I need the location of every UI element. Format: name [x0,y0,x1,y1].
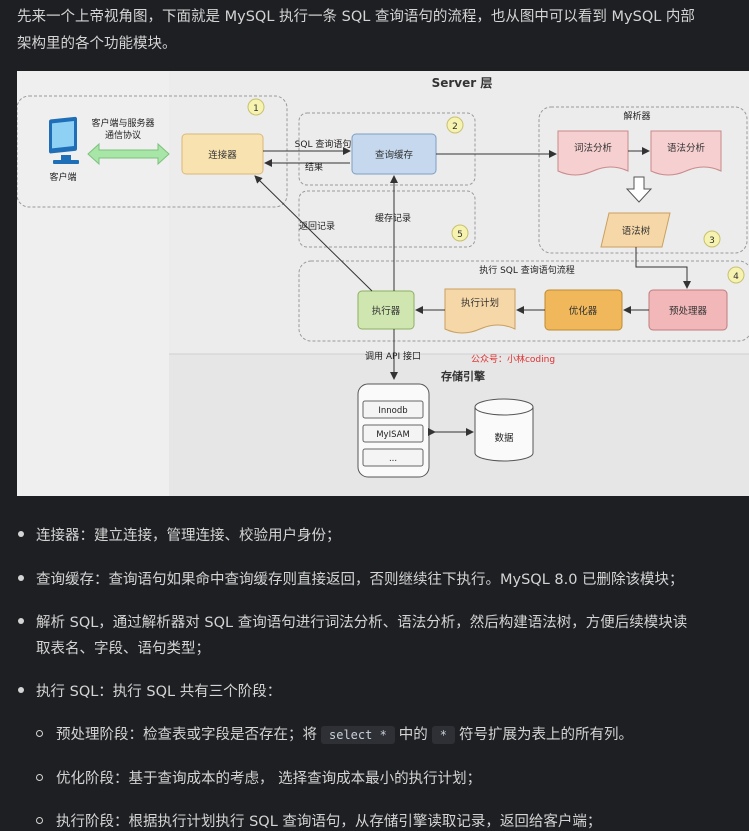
data-label: 数据 [494,432,514,444]
storage-layer-bg [169,354,749,496]
watermark: 公众号：小林coding [471,353,555,365]
engine-more-label: ... [389,454,397,464]
list-item-query-cache: 查询缓存：查询语句如果命中查询缓存则直接返回，否则继续往下执行。MySQL 8.… [36,572,684,588]
badge-5 [451,224,469,242]
intro-paragraph: 先来一个上帝视角图，下面就是 MySQL 执行一条 SQL 查询语句的流程，也从… [17,4,749,58]
sub-bullet-ring [36,730,43,737]
list-item-parse-line-1: 解析 SQL，通过解析器对 SQL 查询语句进行词法分析、语法分析，然后构建语法… [36,615,688,631]
badge-1-text: 1 [253,104,259,114]
syntax-analysis-box [650,130,722,176]
group-parser [538,106,748,254]
architecture-svg: Server 层 客户端 客户端与服务器 通信协议 连接器 1 查询缓存 2 S… [17,71,749,496]
lexical-analysis-box [557,130,629,176]
executor-box [357,290,415,330]
connector-label: 连接器 [208,149,237,161]
result-label: 结果 [305,161,323,173]
preprocessor-label: 预处理器 [669,305,708,317]
plan-label: 执行计划 [461,297,499,309]
syntax-label: 语法分析 [667,142,706,154]
sub-bullet-ring [36,817,43,824]
plan-box [444,288,516,334]
badge-2 [446,116,464,134]
syntax-tree-box [600,212,671,248]
sub-bullet-ring [36,774,43,781]
group-execution [298,260,749,342]
engine-innodb-label: Innodb [378,406,407,416]
syntax-tree-label: 语法树 [622,225,651,237]
database-cylinder-icon [474,398,534,462]
intro-line-2: 架构里的各个功能模块。 [17,36,177,52]
bullet-dot [18,618,24,624]
badge-3 [703,230,721,248]
protocol-label-1: 客户端与服务器 [91,117,154,129]
inline-code-select: select * [321,726,395,744]
down-hollow-arrow-icon [625,176,653,203]
sub-item-preprocess-post: 符号扩展为表上的所有列。 [459,727,634,743]
badge-4-text: 4 [733,272,739,282]
cache-record-label: 缓存记录 [375,212,411,224]
lexical-label: 词法分析 [574,142,613,154]
query-cache-label: 查询缓存 [375,149,414,161]
sql-query-label: SQL 查询语句 [295,138,352,150]
parser-title: 解析器 [623,110,650,122]
intro-line-1: 先来一个上帝视角图，下面就是 MySQL 执行一条 SQL 查询语句的流程，也从… [17,9,695,25]
mysql-architecture-diagram: Server 层 客户端 客户端与服务器 通信协议 连接器 1 查询缓存 2 S… [17,71,749,496]
return-record-label: 返回记录 [299,220,335,232]
badge-3-text: 3 [709,236,715,246]
badge-1 [247,98,265,116]
badge-4 [727,266,745,284]
engine-myisam-label: MyISAM [376,430,410,440]
sub-item-execute: 执行阶段：根据执行计划执行 SQL 查询语句，从存储引擎读取记录，返回给客户端； [56,814,602,830]
optimizer-label: 优化器 [569,305,598,317]
client-computer-icon [49,116,79,164]
sub-item-preprocess-mid: 中的 [398,727,428,743]
bullet-dot [18,575,24,581]
connector-box [181,133,264,175]
inline-code-star: * [431,726,456,744]
bullet-dot [18,531,24,537]
list-item-execute: 执行 SQL：执行 SQL 共有三个阶段： [36,684,282,700]
group-query-cache [298,112,476,186]
sub-item-optimize: 优化阶段：基于查询成本的考虑， 选择查询成本最小的执行计划； [56,771,482,787]
badge-2-text: 2 [452,122,458,132]
client-label: 客户端 [49,171,76,183]
badge-5-text: 5 [457,230,463,240]
engine-innodb [362,400,424,419]
exec-flow-title: 执行 SQL 查询语句流程 [479,264,575,276]
list-item-parse-line-2: 取表名、字段、语句类型； [36,641,210,657]
bullet-dot [18,687,24,693]
left-bg [17,71,169,496]
api-label: 调用 API 接口 [365,350,421,362]
group-connection [17,95,288,208]
sub-item-preprocess-pre: 预处理阶段：检查表或字段是否存在；将 [56,727,317,743]
storage-layer-title: 存储引擎 [441,369,485,383]
engine-more [362,448,424,467]
bidirectional-arrow-icon [87,142,170,166]
protocol-label-2: 通信协议 [105,129,141,141]
tree-to-preprocessor-arrow [635,247,691,289]
executor-label: 执行器 [372,305,401,317]
executor-to-connector-arrow [254,175,373,292]
list-item-connector: 连接器：建立连接，管理连接、校验用户身份； [36,528,341,544]
engine-myisam [362,424,424,443]
server-layer-title: Server 层 [432,76,493,90]
